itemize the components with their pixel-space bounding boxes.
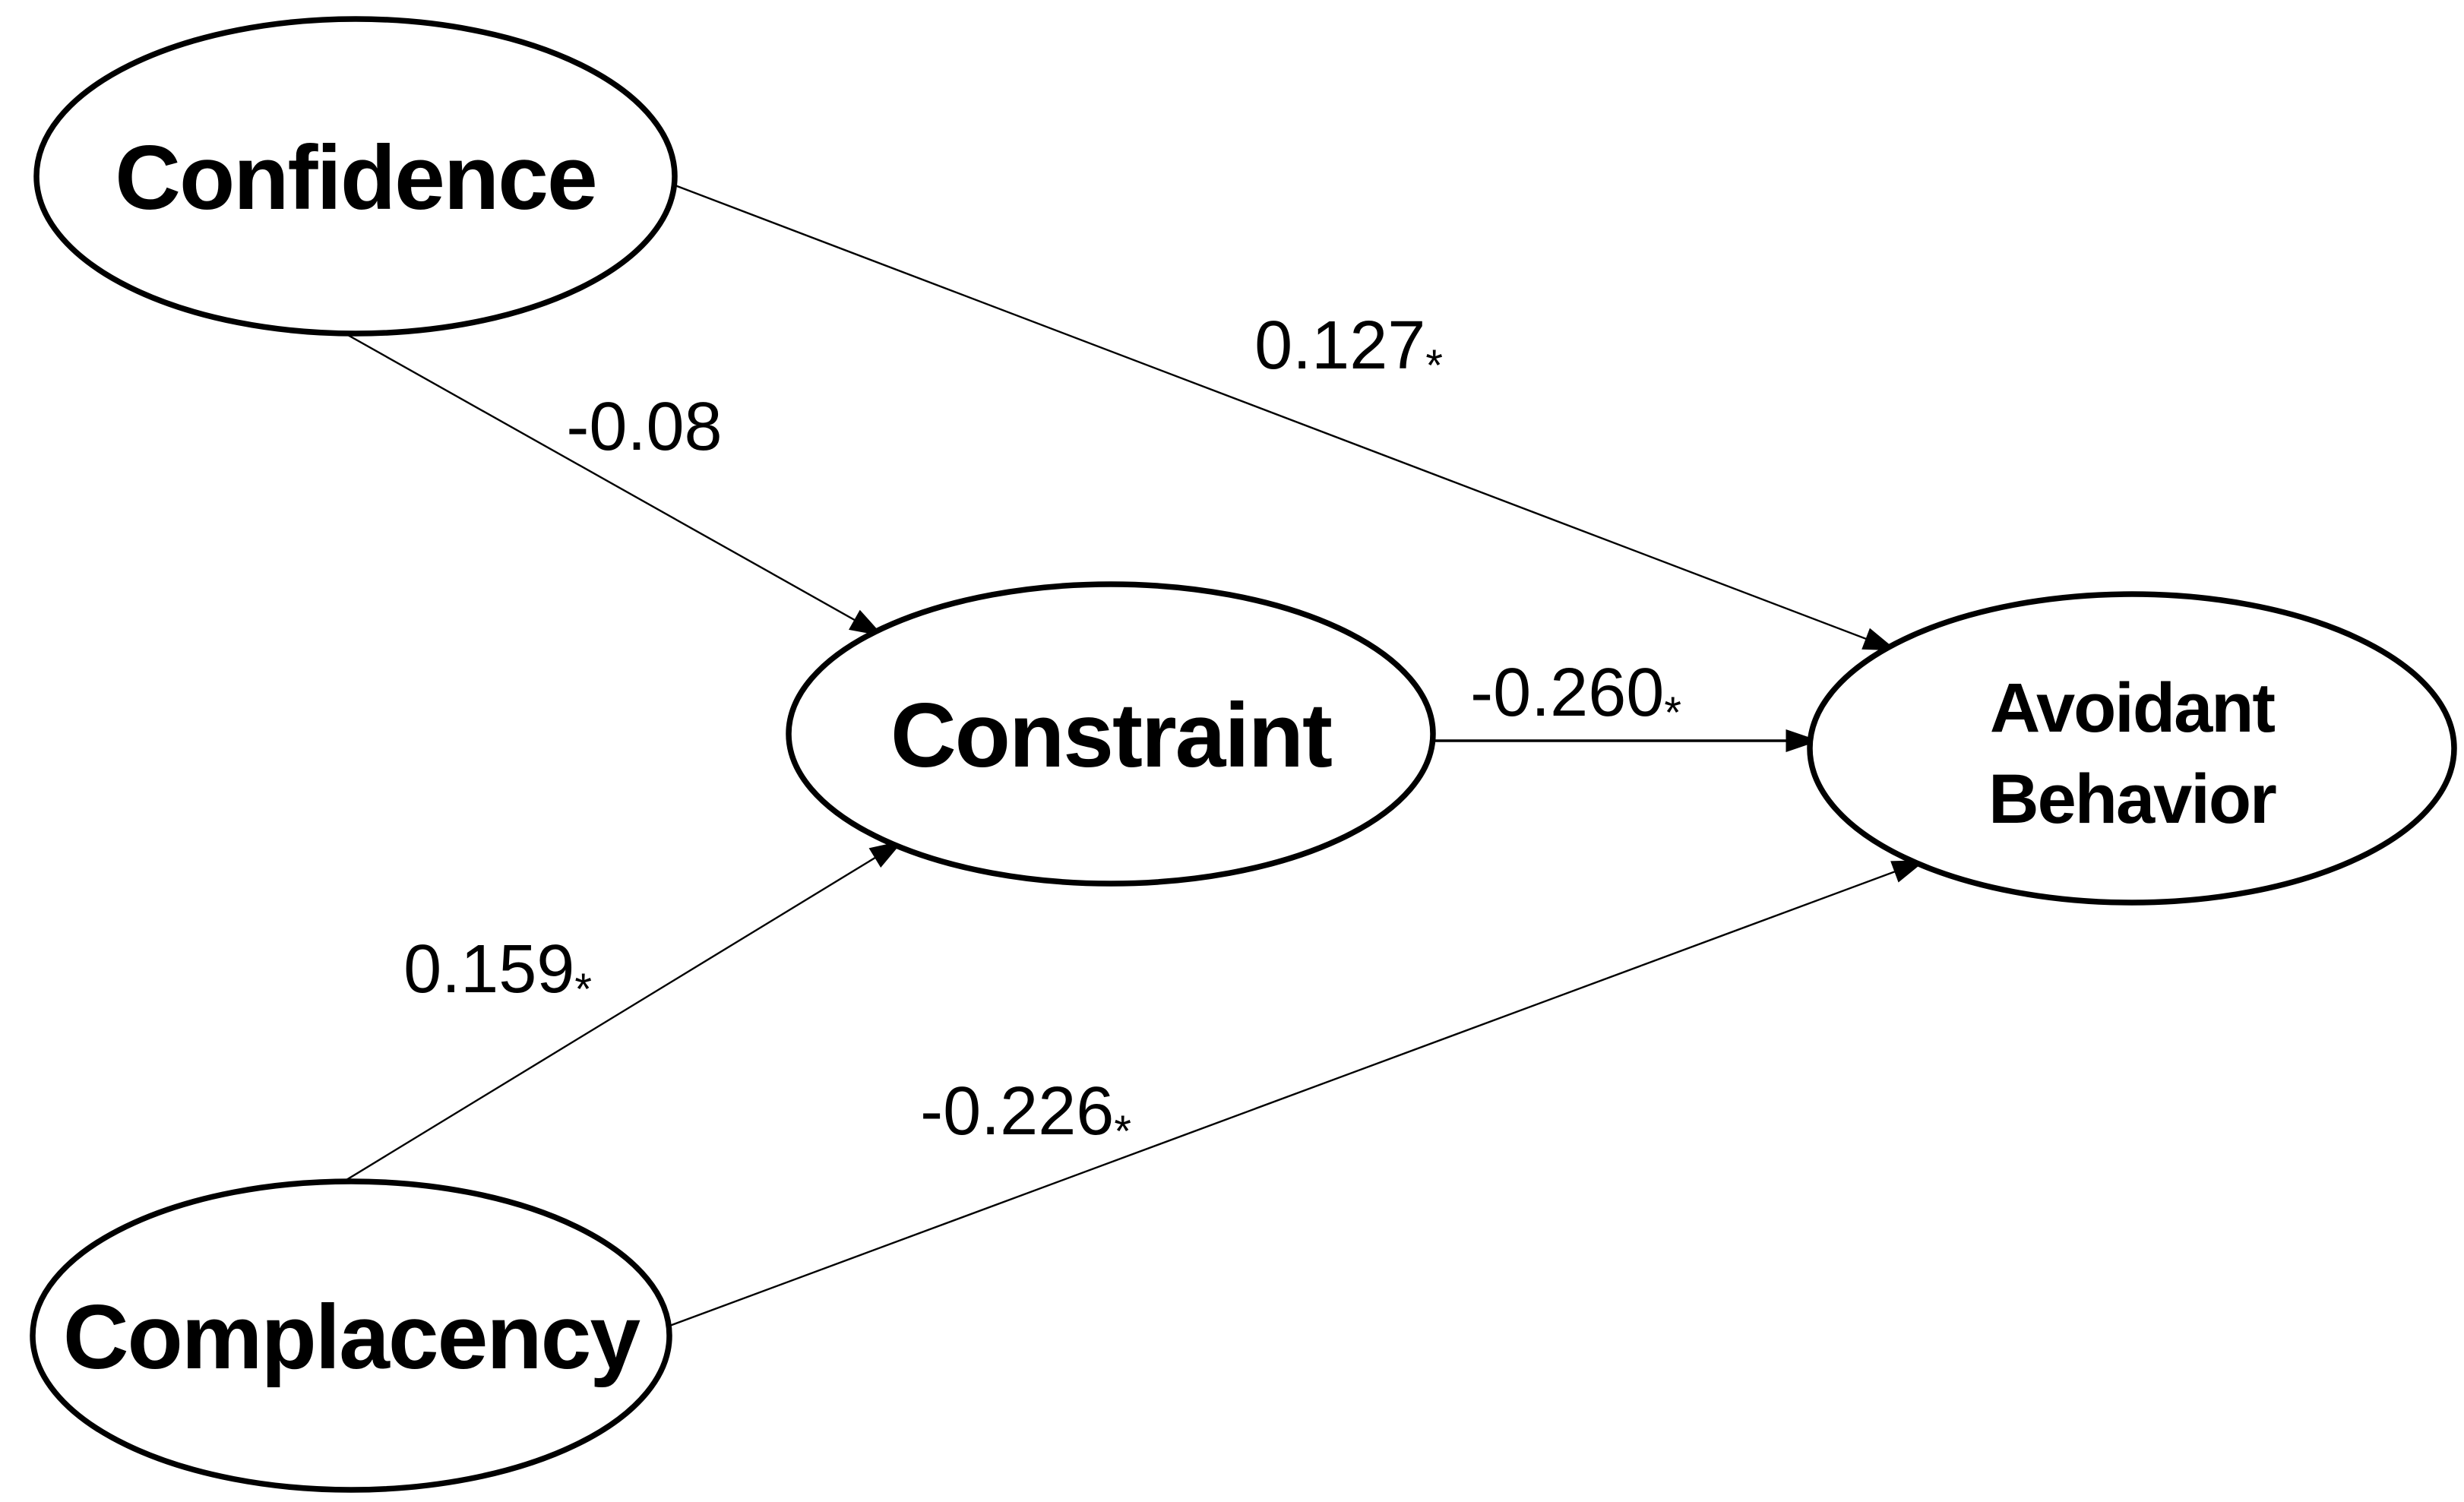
edge-label-complacency-to-constraint: 0.159*: [403, 931, 592, 1014]
node-avoidant-behavior-ellipse: [1807, 591, 2457, 906]
edge-label-confidence-to-avoidant: 0.127*: [1254, 308, 1443, 391]
node-confidence-label: Confidence: [115, 127, 596, 229]
edge-label-confidence-to-constraint: -0.08: [566, 389, 722, 465]
edge-labels-layer: -0.08 0.127* -0.260* 0.159* -0.226*: [403, 308, 1681, 1156]
edge-label-complacency-to-avoidant: -0.226*: [920, 1074, 1131, 1156]
node-complacency-label: Complacency: [63, 1286, 641, 1388]
node-confidence-ellipse: [33, 16, 678, 337]
node-complacency-ellipse: [30, 1178, 672, 1493]
edge-label-constraint-to-avoidant: -0.260*: [1470, 655, 1681, 738]
edge-complacency-to-avoidant: [632, 859, 1927, 1340]
node-constraint-ellipse: [786, 581, 1436, 887]
edge-confidence-to-avoidant: [638, 170, 1898, 652]
edge-complacency-to-constraint: [311, 840, 904, 1203]
edge-confidence-to-constraint: [311, 314, 884, 637]
node-constraint-label: Constraint: [890, 685, 1332, 786]
edges-layer: [311, 170, 1927, 1340]
